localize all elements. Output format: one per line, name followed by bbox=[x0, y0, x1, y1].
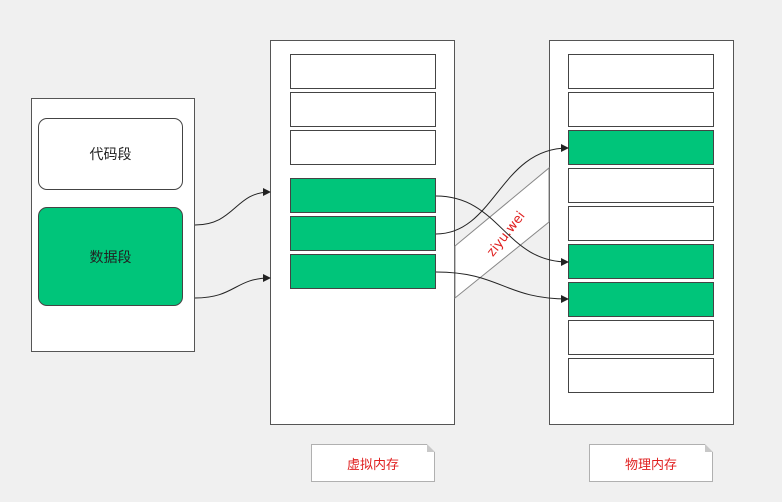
physical-slot bbox=[568, 320, 714, 355]
arrow-virtual-to-physical-3 bbox=[435, 271, 569, 303]
physical-slot bbox=[568, 92, 714, 127]
arrow-process-to-virtual-1 bbox=[194, 188, 271, 226]
arrow-virtual-to-physical-1 bbox=[435, 195, 569, 266]
virtual-memory-label: 虚拟内存 bbox=[311, 444, 435, 482]
physical-slot-mapped bbox=[568, 130, 714, 165]
arrow-process-to-virtual-2 bbox=[194, 274, 271, 299]
virtual-slot bbox=[290, 130, 436, 165]
virtual-slot-mapped bbox=[290, 178, 436, 213]
virtual-memory-label-text: 虚拟内存 bbox=[346, 457, 399, 473]
physical-slot-mapped bbox=[568, 282, 714, 317]
data-segment-label: 数据段 bbox=[89, 249, 132, 266]
physical-memory-label-text: 物理内存 bbox=[624, 457, 677, 473]
physical-slot bbox=[568, 358, 714, 393]
arrow-virtual-to-physical-2 bbox=[435, 144, 569, 235]
physical-slot bbox=[568, 206, 714, 241]
watermark-band bbox=[454, 166, 550, 300]
data-segment: 数据段 bbox=[38, 207, 183, 306]
physical-slot bbox=[568, 54, 714, 89]
virtual-slot-mapped bbox=[290, 254, 436, 289]
physical-memory-label: 物理内存 bbox=[589, 444, 713, 482]
physical-slot bbox=[568, 168, 714, 203]
code-segment: 代码段 bbox=[38, 118, 183, 190]
virtual-slot-mapped bbox=[290, 216, 436, 251]
virtual-slot bbox=[290, 54, 436, 89]
code-segment-label: 代码段 bbox=[89, 147, 132, 163]
virtual-slot bbox=[290, 92, 436, 127]
